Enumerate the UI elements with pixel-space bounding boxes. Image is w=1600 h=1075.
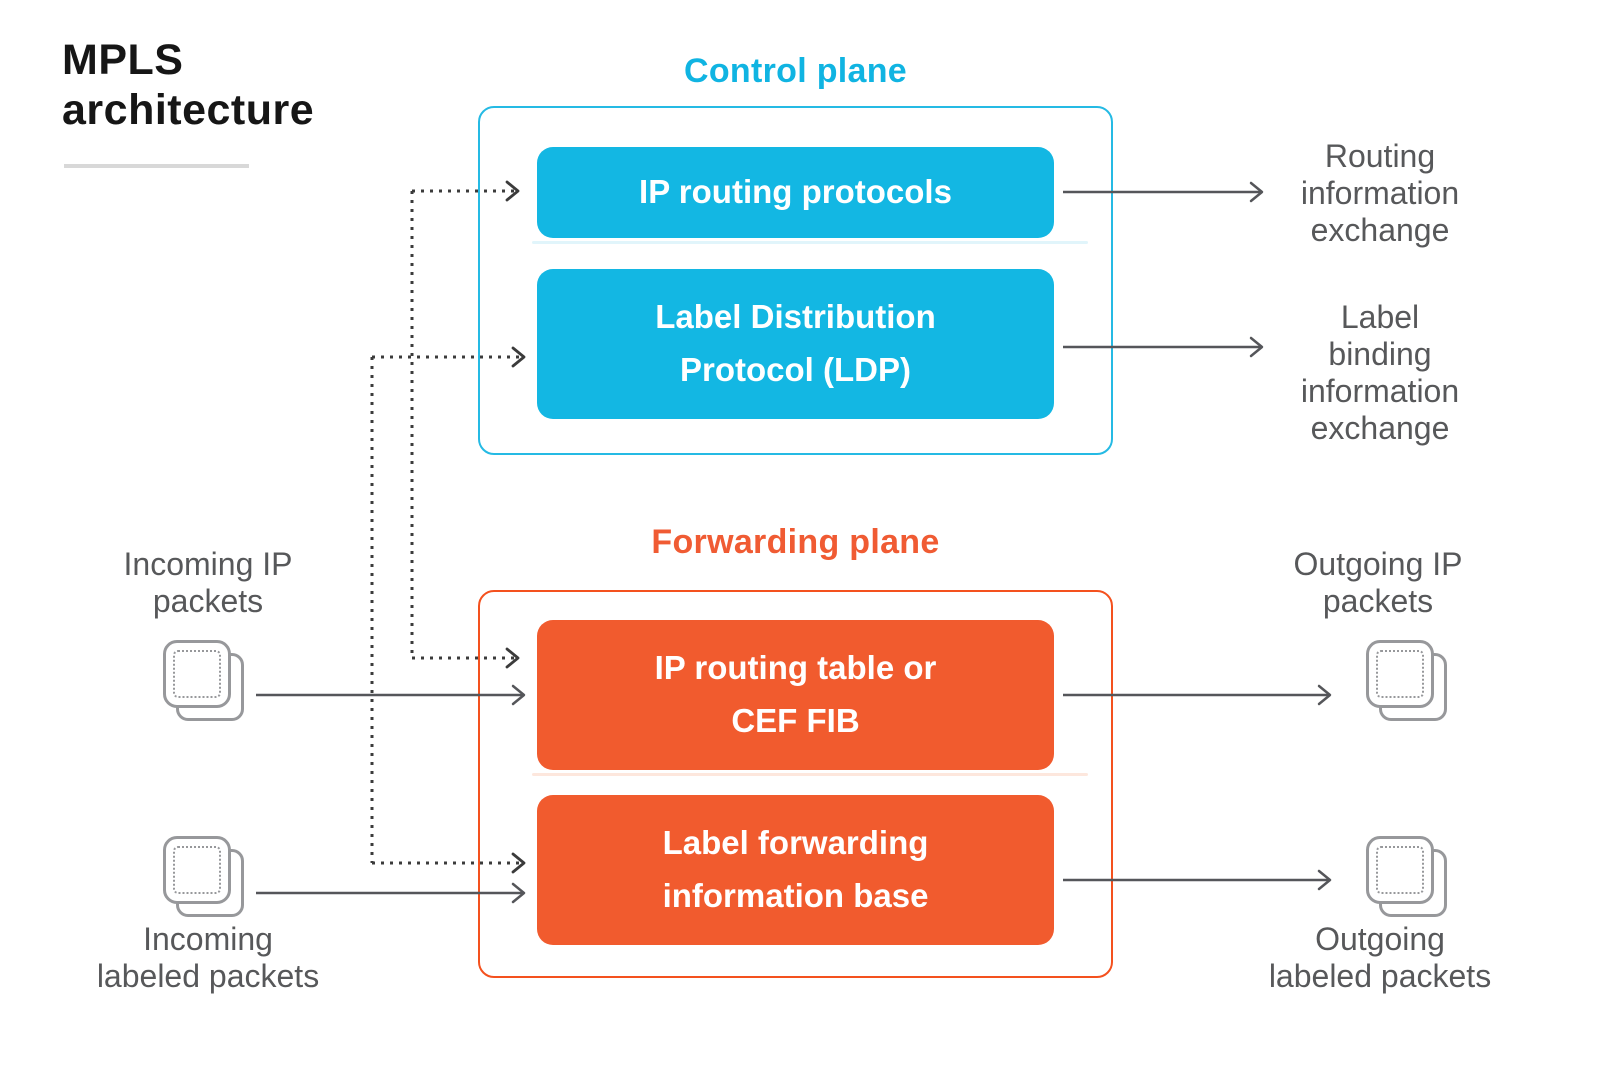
forwarding-plane-heading: Forwarding plane (651, 523, 940, 561)
label-line: packets (1322, 583, 1434, 619)
packet-dotted-inner (173, 846, 221, 894)
page-title-line: architecture (62, 85, 315, 134)
label-line: labeled packets (1268, 958, 1492, 994)
packet-front-sheet (163, 836, 231, 904)
label-line: information (1300, 175, 1460, 211)
label-line: Routing (1324, 138, 1436, 174)
box-label-line: Protocol (LDP) (680, 351, 911, 388)
box-shadow-line (532, 241, 1088, 244)
routing-information-exchange-label: Routing information exchange (1256, 138, 1504, 249)
ip-routing-table-cef-fib-box: IP routing table or CEF FIB (537, 620, 1054, 770)
control-plane-heading: Control plane (683, 52, 907, 90)
box-shadow-line (532, 773, 1088, 776)
incoming-ip-packets-label: Incoming IP packets (78, 546, 338, 620)
label-forwarding-information-base-box: Label forwarding information base (537, 795, 1054, 945)
outgoing-ip-packet-icon (1366, 640, 1450, 724)
incoming-labeled-packet-icon (163, 836, 247, 920)
incoming-labeled-packets-label: Incoming labeled packets (43, 921, 373, 995)
control-plane-container (478, 106, 1113, 455)
label-line: Outgoing (1315, 921, 1445, 957)
packet-front-sheet (1366, 640, 1434, 708)
label-line: packets (152, 583, 264, 619)
box-label-line: information base (662, 877, 929, 914)
box-label-line: Label Distribution (655, 298, 936, 336)
label-line: binding (1328, 336, 1432, 372)
packet-dotted-inner (1376, 846, 1424, 894)
label-line: labeled packets (96, 958, 320, 994)
box-label-line: CEF FIB (731, 702, 860, 739)
box-label-line: Label forwarding (662, 824, 929, 862)
box-label-line: IP routing table or (654, 649, 937, 687)
forwarding-plane-container (478, 590, 1113, 978)
ldp-box: Label Distribution Protocol (LDP) (537, 269, 1054, 419)
label-line: information (1300, 373, 1460, 409)
label-binding-information-exchange-label: Label binding information exchange (1256, 299, 1504, 447)
page-title: MPLS architecture (62, 36, 314, 136)
packet-dotted-inner (1376, 650, 1424, 698)
outgoing-labeled-packets-label: Outgoing labeled packets (1215, 921, 1545, 995)
label-line: Incoming IP (123, 546, 293, 582)
title-underline (64, 164, 249, 168)
packet-front-sheet (1366, 836, 1434, 904)
packet-front-sheet (163, 640, 231, 708)
incoming-ip-packet-icon (163, 640, 247, 724)
label-line: exchange (1310, 212, 1450, 248)
label-line: Outgoing IP (1293, 546, 1463, 582)
outgoing-labeled-packet-icon (1366, 836, 1450, 920)
box-label-line: IP routing protocols (639, 173, 952, 211)
label-line: Incoming (143, 921, 273, 957)
page-title-line: MPLS (62, 36, 184, 84)
ip-routing-protocols-box: IP routing protocols (537, 147, 1054, 238)
packet-dotted-inner (173, 650, 221, 698)
outgoing-ip-packets-label: Outgoing IP packets (1248, 546, 1508, 620)
label-line: exchange (1310, 410, 1450, 446)
label-line: Label (1340, 299, 1420, 335)
